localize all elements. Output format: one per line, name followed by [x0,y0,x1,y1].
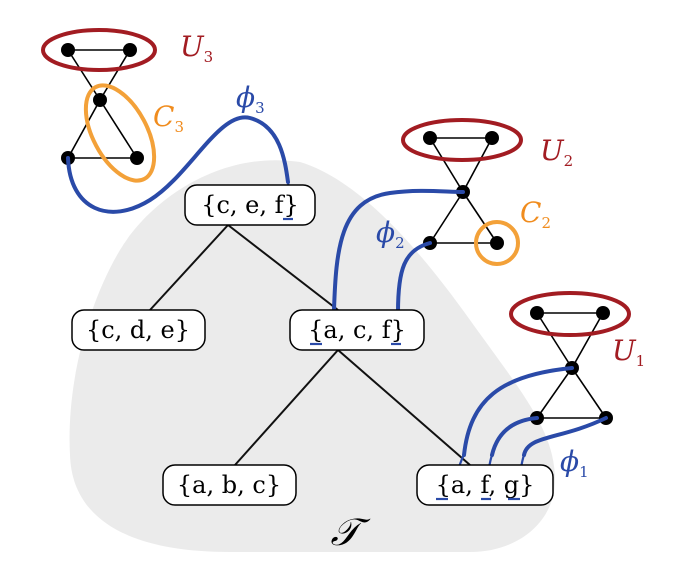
phi1-curve-c [522,416,608,457]
phi1-curve-b [490,416,539,457]
label-phi1: ϕ1 [560,445,589,481]
c2-circle [474,220,520,266]
tree-node-left: {c, d, e} [71,309,206,351]
tree-node-mid: {a, c, f} [289,309,425,351]
label-u1: U1 [612,334,645,370]
svg-text:{a, b, c}: {a, b, c} [177,471,281,499]
vertex [123,43,137,57]
vertex [485,131,499,145]
label-u2: U2 [540,134,573,170]
label-c2: C2 [520,196,551,232]
u2-ellipse [401,118,523,162]
tree-edge-mid-leafleft [234,349,339,466]
phi2-curve-a [332,188,465,312]
tree-edge-root-left [149,224,229,311]
svg-text:{c, e, f}: {c, e, f} [201,191,299,219]
vertex [596,306,610,320]
vertex [423,131,437,145]
vertex [490,236,504,250]
phi1-curve-a [462,366,574,457]
svg-text:{a, c, f}: {a, c, f} [308,316,406,344]
graph-3 [41,28,157,183]
tree-node-leafleft: {a, b, c} [162,464,297,506]
tree-region [69,160,556,552]
c3-ellipse [83,83,157,183]
u3-ellipse [41,28,157,72]
vertex [530,306,544,320]
label-c3: C3 [153,100,184,136]
label-phi3: ϕ3 [236,81,265,117]
phi3-curve [66,115,290,214]
label-u3: U3 [180,30,213,66]
u1-ellipse [509,291,631,337]
phi2-curve-b [396,241,432,314]
tree-edge-root-mid [227,224,339,311]
vertex [61,43,75,57]
tree-edge-mid-leafright [337,349,471,466]
svg-text:{c, d, e}: {c, d, e} [86,316,190,344]
label-phi2: ϕ2 [376,216,405,252]
vertex [130,151,144,165]
tree-node-root: {c, e, f} [184,184,316,226]
svg-text:{a, f, g}: {a, f, g} [436,471,535,499]
graph-2 [401,118,523,266]
vertex [93,93,107,107]
tree-node-leafright: {a, f, g} [416,464,554,506]
